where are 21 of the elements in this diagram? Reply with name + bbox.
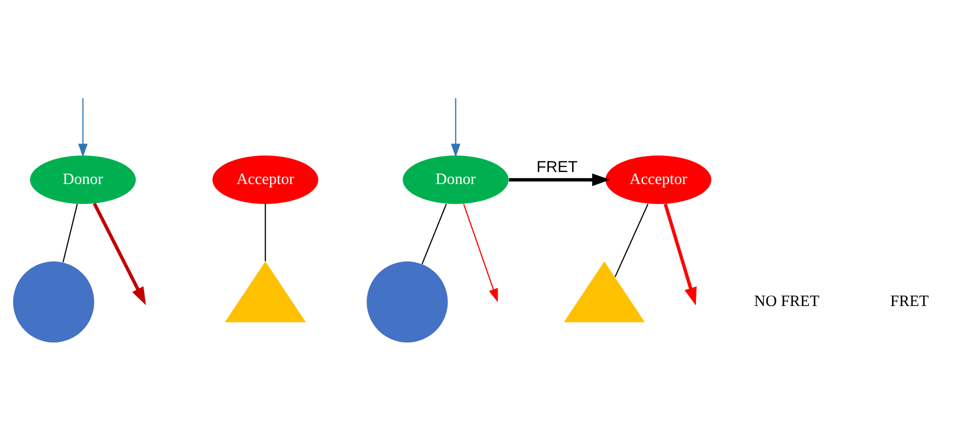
connector (264, 204, 266, 261)
node-ellipse: Acceptor (212, 155, 318, 204)
node-triangle (564, 260, 645, 322)
arrow (450, 98, 460, 157)
node-ellipse: Acceptor (605, 155, 712, 204)
label: NO FRET (754, 292, 820, 310)
node-ellipse: Donor (30, 155, 136, 204)
arrow (664, 203, 697, 306)
edge-label: FRET (536, 158, 578, 176)
connector (62, 203, 78, 262)
arrow (508, 172, 610, 186)
node-circle (366, 260, 448, 342)
connector (614, 203, 648, 277)
label: FRET (890, 292, 929, 310)
arrow (78, 98, 88, 157)
node-circle (13, 260, 94, 342)
connector (422, 203, 447, 264)
node-ellipse: Donor (402, 155, 509, 204)
arrow (463, 203, 498, 302)
arrow (92, 202, 146, 305)
node-triangle (224, 260, 306, 322)
